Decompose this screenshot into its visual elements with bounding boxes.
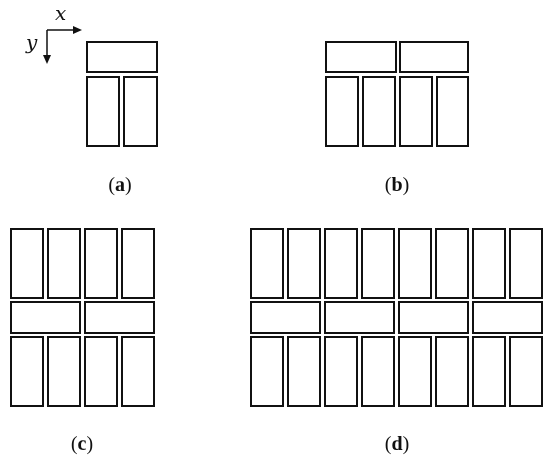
vertical-tile [435,228,469,299]
vertical-tile [398,228,432,299]
vertical-tile [509,336,543,407]
horizontal-tile [325,41,397,73]
vertical-tile [10,228,44,299]
vertical-tile [362,76,396,147]
horizontal-tile [399,41,469,73]
vertical-tile [472,228,506,299]
horizontal-tile [398,301,469,334]
vertical-tile [324,228,358,299]
vertical-tile [287,336,321,407]
vertical-tile [436,76,469,147]
vertical-tile [472,336,506,407]
horizontal-tile [84,301,155,334]
vertical-tile [250,336,284,407]
vertical-tile [435,336,469,407]
vertical-tile [84,336,118,407]
horizontal-tile [472,301,543,334]
vertical-tile [398,336,432,407]
vertical-tile [509,228,543,299]
panel-label-c: (c) [71,433,93,455]
vertical-tile [10,336,44,407]
vertical-tile [84,228,118,299]
x-axis-arrow-head [73,26,82,34]
vertical-tile [324,336,358,407]
vertical-tile [47,228,81,299]
horizontal-tile [250,301,321,334]
panel-a [86,41,158,147]
panel-label-b: (b) [385,174,409,196]
vertical-tile [287,228,321,299]
vertical-tile [121,336,155,407]
panel-c [10,228,155,407]
vertical-tile [250,228,284,299]
vertical-tile [399,76,433,147]
vertical-tile [86,76,120,147]
vertical-tile [361,228,395,299]
horizontal-tile [86,41,158,73]
vertical-tile [361,336,395,407]
panel-d [250,228,543,407]
vertical-tile [121,228,155,299]
panel-label-d: (d) [385,433,409,455]
y-axis-arrow-head [43,55,51,64]
panel-b [325,41,469,147]
x-axis-label: x [55,1,66,25]
panel-label-a: (a) [108,174,131,196]
vertical-tile [123,76,158,147]
vertical-tile [47,336,81,407]
axis-indicator: x y [25,1,82,64]
horizontal-tile [10,301,81,334]
vertical-tile [325,76,359,147]
y-axis-label: y [25,30,38,54]
horizontal-tile [324,301,395,334]
